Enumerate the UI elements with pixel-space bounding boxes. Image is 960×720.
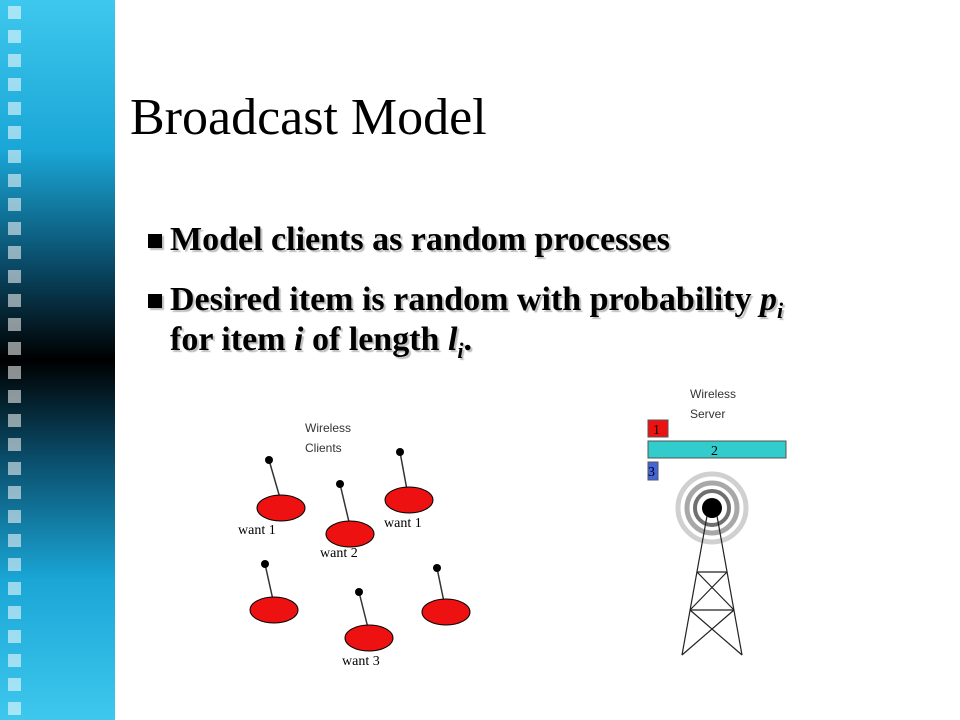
client-2-antenna-tip bbox=[336, 480, 344, 488]
signal-wave-inner bbox=[693, 489, 731, 527]
sidebar-square bbox=[8, 126, 21, 139]
sidebar-square bbox=[8, 678, 21, 691]
client-antennas bbox=[264, 451, 445, 629]
tower-leg-right bbox=[716, 515, 743, 656]
client-4-antenna bbox=[264, 563, 274, 601]
var-p: p bbox=[760, 281, 777, 318]
signal-wave-outer bbox=[675, 471, 749, 545]
signal-wave-middle bbox=[684, 480, 740, 536]
client-3-antenna bbox=[399, 451, 408, 491]
sidebar-gradient bbox=[0, 0, 115, 720]
tower-leg-left bbox=[681, 515, 708, 656]
sidebar-square bbox=[8, 222, 21, 235]
sidebar-square bbox=[8, 702, 21, 715]
bullet-2-period: . bbox=[463, 320, 473, 358]
sidebar-square bbox=[8, 366, 21, 379]
client-4 bbox=[249, 596, 299, 624]
slide-title: Broadcast Model bbox=[130, 89, 487, 146]
broadcast-item-3-label: 3 bbox=[648, 465, 655, 480]
bullet-marker bbox=[148, 294, 162, 308]
sidebar-square bbox=[8, 582, 21, 595]
bullet-2-text-c: of length bbox=[303, 320, 448, 358]
tower-cross-2a bbox=[689, 609, 743, 656]
sidebar-square bbox=[8, 54, 21, 67]
sidebar-square bbox=[8, 534, 21, 547]
bullet-2: Desired item is random with probability … bbox=[148, 282, 783, 362]
client-4-antenna-tip bbox=[261, 560, 269, 568]
sidebar-square bbox=[8, 462, 21, 475]
client-1-antenna-tip bbox=[265, 456, 273, 464]
client-3 bbox=[384, 486, 434, 514]
tower-transmitter-icon bbox=[702, 498, 722, 518]
sidebar-square bbox=[8, 318, 21, 331]
sidebar-square bbox=[8, 390, 21, 403]
client-6-antenna bbox=[436, 567, 445, 603]
sidebar-square bbox=[8, 510, 21, 523]
sidebar-square bbox=[8, 150, 21, 163]
server-label-line-2: Server bbox=[690, 407, 725, 421]
client-1-want: want 1 bbox=[238, 523, 276, 538]
broadcast-item-2-label: 2 bbox=[711, 444, 718, 459]
bullet-2-line-2: for item i of length li. bbox=[170, 322, 783, 362]
sidebar-square bbox=[8, 174, 21, 187]
sidebar-square bbox=[8, 198, 21, 211]
clients-label-line-1: Wireless bbox=[305, 421, 351, 435]
sidebar-square bbox=[8, 102, 21, 115]
sidebar-square bbox=[8, 78, 21, 91]
sidebar-square bbox=[8, 630, 21, 643]
bullet-2-line-1: Desired item is random with probability … bbox=[170, 282, 783, 322]
var-l: l bbox=[447, 320, 458, 358]
sidebar-square bbox=[8, 294, 21, 307]
sidebar-square bbox=[8, 246, 21, 259]
client-1-antenna bbox=[268, 459, 281, 499]
sidebar-square bbox=[8, 486, 21, 499]
radio-tower-icon bbox=[681, 515, 743, 656]
bullet-marker bbox=[148, 234, 162, 248]
client-5-antenna-tip bbox=[355, 588, 363, 596]
client-6 bbox=[421, 598, 471, 626]
bullet-2-text-a: Desired item is random with probability bbox=[170, 281, 760, 318]
sidebar-square bbox=[8, 606, 21, 619]
tower-cross-1b bbox=[689, 571, 728, 611]
client-3-want: want 1 bbox=[384, 516, 422, 531]
sub-i: i bbox=[777, 297, 784, 323]
sidebar-square bbox=[8, 30, 21, 43]
clients-label-line-2: Clients bbox=[305, 441, 342, 455]
client-2-want: want 2 bbox=[320, 546, 358, 561]
client-5-want: want 3 bbox=[342, 654, 380, 669]
sidebar-square-column bbox=[8, 0, 24, 720]
sub-i: i bbox=[457, 337, 464, 363]
client-antenna-tips bbox=[261, 448, 441, 596]
broadcast-item-1-label: 1 bbox=[653, 423, 660, 438]
tower-cross-2b bbox=[681, 609, 735, 656]
bullet-2-text-b: for item bbox=[170, 320, 294, 358]
broadcast-item-1 bbox=[647, 419, 669, 438]
client-2-antenna bbox=[339, 483, 350, 523]
sidebar-square bbox=[8, 270, 21, 283]
bullet-1-text: Model clients as random processes bbox=[170, 221, 670, 258]
signal-waves-icon bbox=[675, 471, 749, 545]
bullet-1: Model clients as random processes bbox=[148, 222, 670, 258]
client-5-antenna bbox=[358, 591, 369, 629]
client-6-antenna-tip bbox=[433, 564, 441, 572]
sidebar-square bbox=[8, 438, 21, 451]
client-bodies bbox=[249, 486, 471, 652]
sidebar-square bbox=[8, 342, 21, 355]
var-i: i bbox=[293, 320, 304, 358]
client-3-antenna-tip bbox=[396, 448, 404, 456]
sidebar-square bbox=[8, 414, 21, 427]
server-label-line-1: Wireless bbox=[690, 387, 736, 401]
broadcast-item-2 bbox=[647, 440, 787, 459]
sidebar-square bbox=[8, 558, 21, 571]
tower-cross-1a bbox=[696, 571, 735, 611]
client-2 bbox=[325, 520, 375, 548]
client-1 bbox=[256, 494, 306, 522]
sidebar-square bbox=[8, 6, 21, 19]
client-5 bbox=[344, 624, 394, 652]
broadcast-item-3 bbox=[647, 461, 659, 481]
sidebar-square bbox=[8, 654, 21, 667]
